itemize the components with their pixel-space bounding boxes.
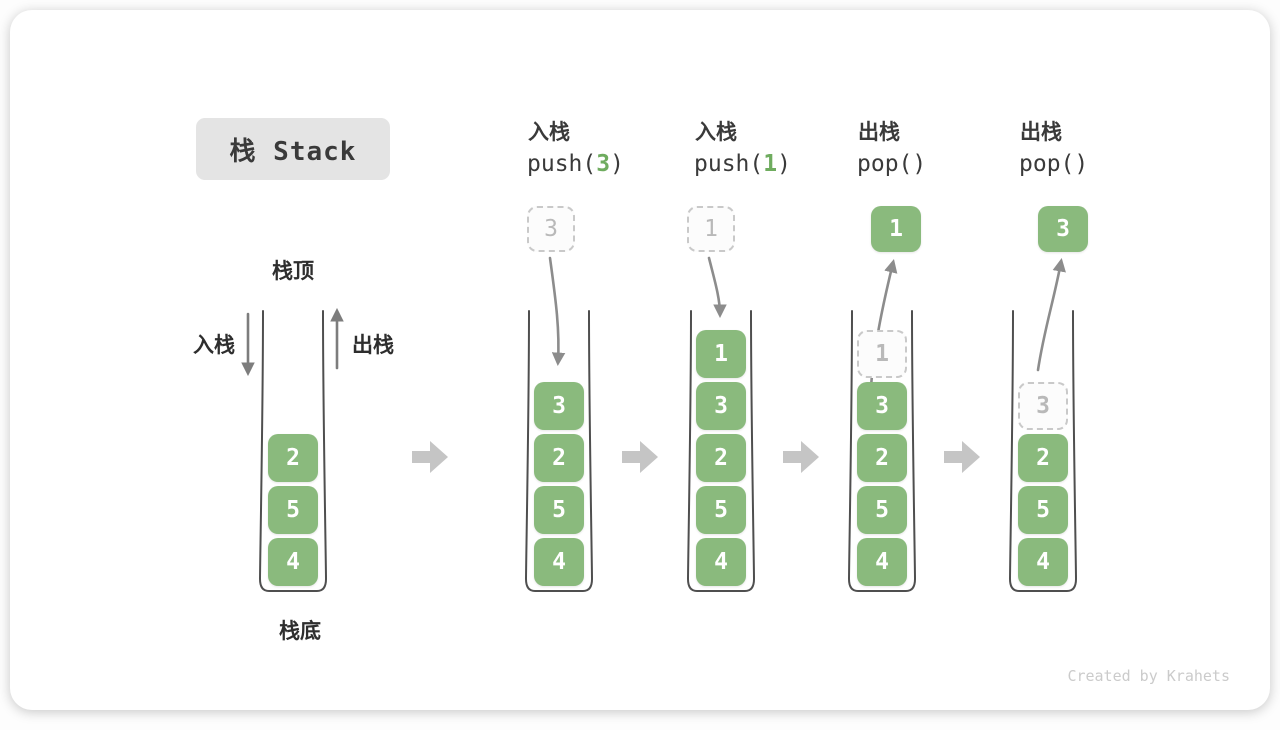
watermark: Created by Krahets (1067, 667, 1230, 685)
stack-ghost-block: 1 (857, 330, 907, 378)
transition-arrow-icon-3 (783, 441, 819, 473)
stack-ghost-block: 3 (1018, 382, 1068, 430)
stack-block: 5 (1018, 486, 1068, 534)
stack-top-label: 栈顶 (272, 259, 314, 283)
column-header-code-pop-3: pop() (1019, 151, 1088, 177)
stack-block: 5 (268, 486, 318, 534)
column-header-code-pop-1: pop() (857, 151, 926, 177)
column-header-code-push-3: push(3) (527, 151, 624, 177)
code-text: pop() (857, 151, 927, 177)
stack-block: 5 (857, 486, 907, 534)
stack-block: 1 (696, 330, 746, 378)
stack-bottom-label: 栈底 (279, 619, 321, 643)
transition-arrow-icon-1 (412, 441, 448, 473)
column-header-action-pop-3: 出栈 (1020, 120, 1062, 144)
page-title: 栈 Stack (196, 118, 390, 180)
code-text: push( (527, 151, 597, 177)
stack-block: 2 (696, 434, 746, 482)
column-header-action-pop-1: 出栈 (858, 120, 900, 144)
stack-block: 3 (857, 382, 907, 430)
stack-block: 4 (268, 538, 318, 586)
push-side-label: 入栈 (193, 333, 235, 357)
pop-side-label: 出栈 (352, 333, 394, 357)
popped-element-1: 1 (871, 206, 921, 252)
stack-block: 4 (1018, 538, 1068, 586)
stack-block: 5 (534, 486, 584, 534)
stack-block: 2 (857, 434, 907, 482)
stack-block: 2 (534, 434, 584, 482)
diagram-card: 栈 Stack 栈顶 栈底 入栈 出栈 入栈 push(3) 入栈 push(1… (10, 10, 1270, 710)
stack-block: 4 (857, 538, 907, 586)
code-text: push( (694, 151, 764, 177)
column-header-code-push-1: push(1) (694, 151, 791, 177)
column-header-action-push-3: 入栈 (528, 120, 570, 144)
stack-block: 3 (534, 382, 584, 430)
code-text: ) (777, 151, 791, 177)
incoming-element-3: 3 (527, 206, 575, 252)
code-arg: 3 (596, 151, 611, 177)
code-text: ) (610, 151, 624, 177)
code-text: pop() (1019, 151, 1089, 177)
stack-block: 4 (696, 538, 746, 586)
stack-block: 4 (534, 538, 584, 586)
stack-block: 3 (696, 382, 746, 430)
stack-block: 5 (696, 486, 746, 534)
incoming-element-1: 1 (687, 206, 735, 252)
code-arg: 1 (763, 151, 778, 177)
stack-block: 2 (1018, 434, 1068, 482)
transition-arrow-icon-4 (944, 441, 980, 473)
column-header-action-push-1: 入栈 (695, 120, 737, 144)
push-arrow-1 (707, 256, 727, 319)
transition-arrow-icon-2 (622, 441, 658, 473)
stack-block: 2 (268, 434, 318, 482)
popped-element-3: 3 (1038, 206, 1088, 252)
